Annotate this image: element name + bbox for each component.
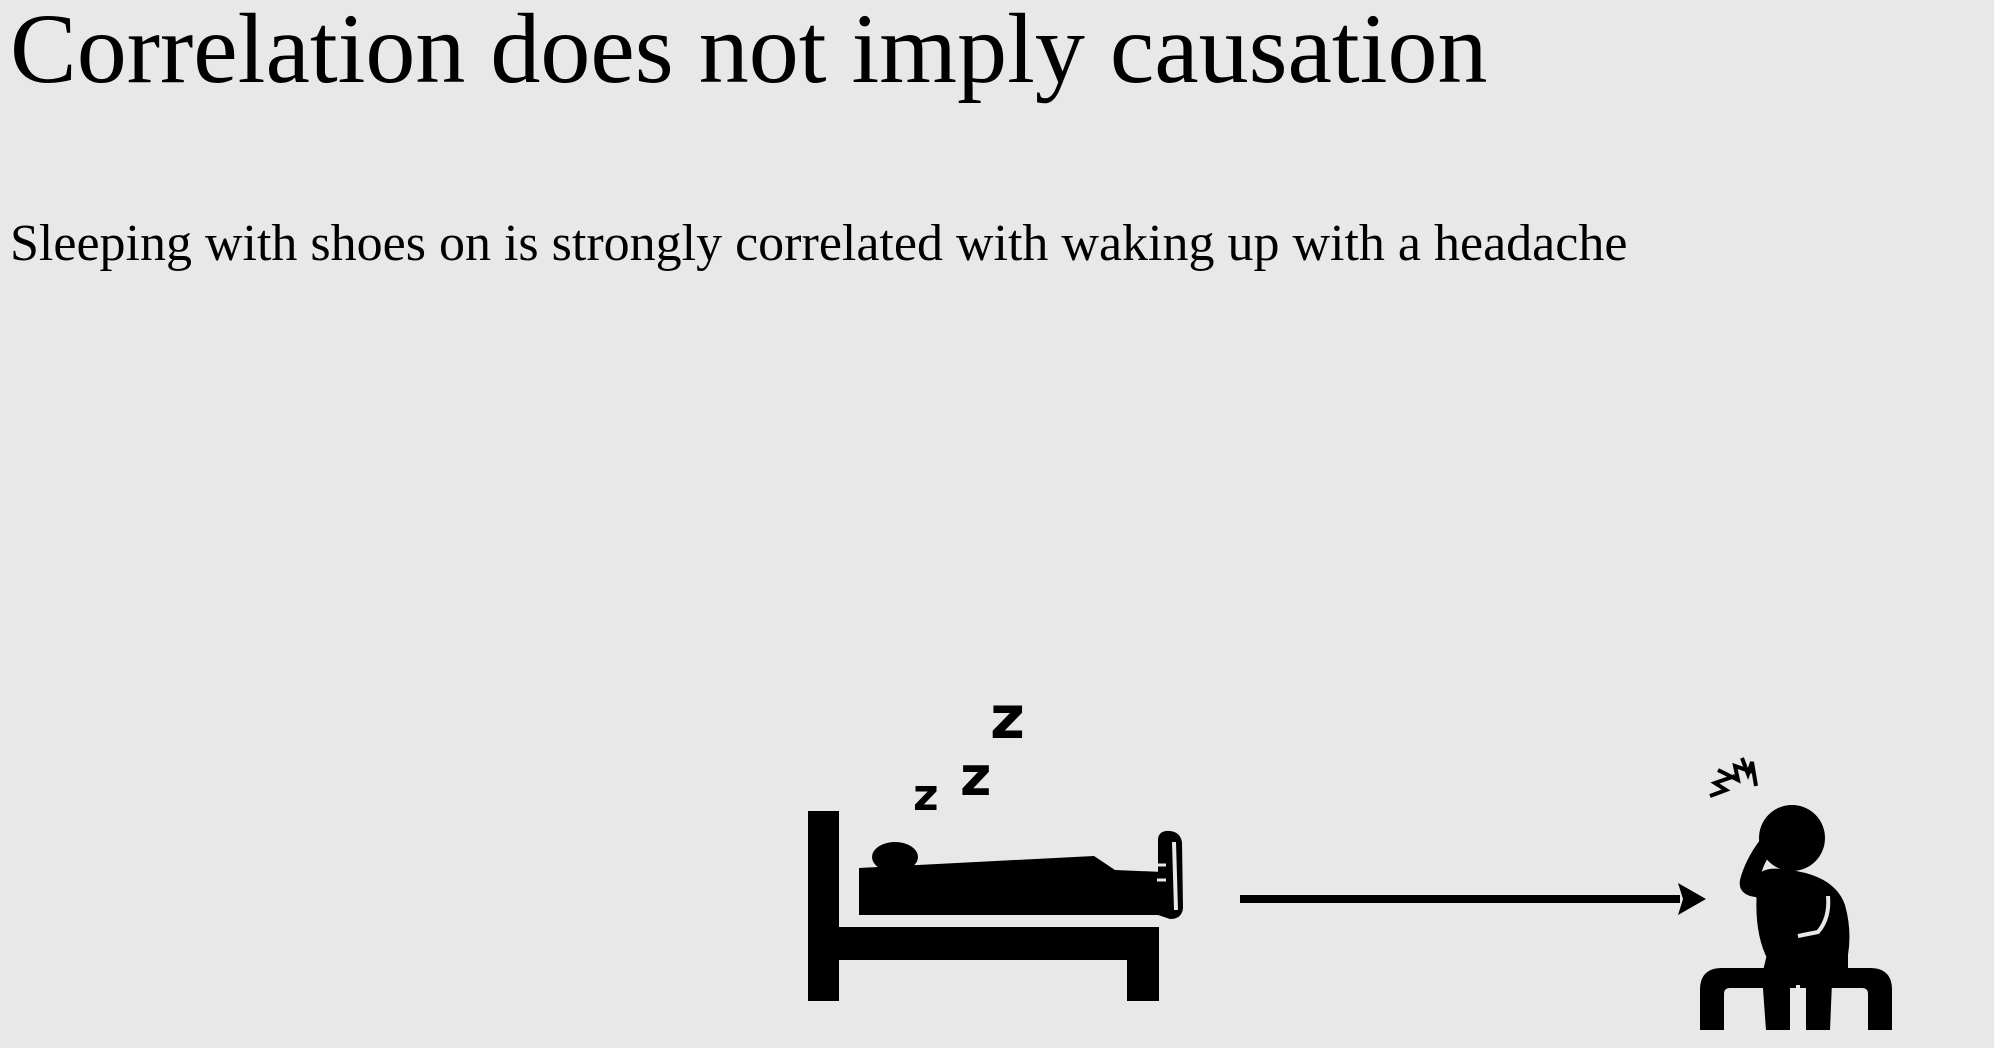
- arrow-shaft: [1240, 895, 1680, 903]
- person-torso: [1756, 868, 1850, 960]
- person-resting-arm: [1797, 895, 1831, 938]
- snore-letter-medium: z: [960, 745, 991, 808]
- shoe-icon: [1158, 830, 1183, 919]
- person-legs: [1762, 950, 1848, 1030]
- snore-letter-large: z: [990, 683, 1025, 753]
- right-arrow-icon: [1240, 883, 1706, 915]
- pain-lightning-icon: [1709, 757, 1758, 798]
- snore-letter-small: z: [913, 770, 939, 821]
- bed-leg: [1127, 927, 1159, 1001]
- slide-title: Correlation does not imply causation: [10, 0, 1488, 104]
- sleeper-head: [872, 842, 918, 872]
- sleeper-body: [859, 856, 1163, 915]
- arrow-head: [1678, 883, 1706, 915]
- shoe-laces: [1157, 863, 1166, 882]
- bed-frame: [808, 927, 1159, 960]
- seat-icon: [1700, 968, 1892, 1030]
- bed-headboard: [808, 811, 839, 1001]
- slide-subtitle: Sleeping with shoes on is strongly corre…: [10, 215, 1628, 272]
- person-head: [1759, 805, 1825, 871]
- person-with-headache-icon: [1700, 757, 1892, 1030]
- shoe-sole-line: [1172, 841, 1178, 911]
- sleeping-in-bed-with-shoes-icon: z z z: [808, 683, 1183, 1001]
